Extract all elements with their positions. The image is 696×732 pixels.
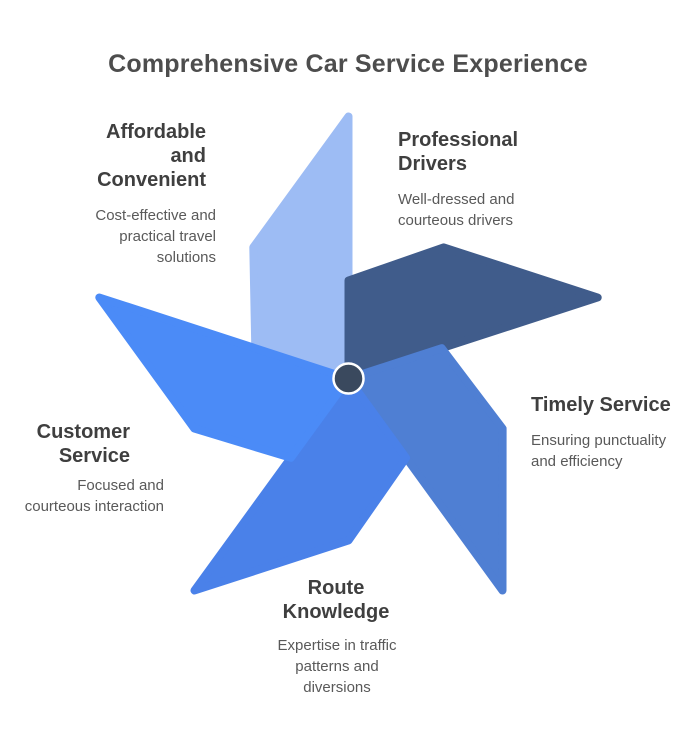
label-affordable-heading: Affordable and Convenient	[97, 121, 206, 191]
blade-professional-icon	[344, 243, 602, 383]
blade-timely-icon	[344, 344, 507, 595]
label-timely-description: Ensuring punctuality and efficiency	[531, 432, 667, 470]
pinwheel-hub-icon	[332, 362, 365, 395]
label-affordable-description: Cost-effective and practical travel solu…	[95, 207, 216, 266]
label-customer-description: Focused and courteous interaction	[24, 477, 164, 515]
label-route-description: Expertise in traffic patterns and divers…	[277, 637, 397, 696]
blade-affordable-icon	[249, 112, 353, 383]
label-customer-heading: Customer Service	[36, 421, 130, 467]
label-route-heading: Route Knowledge	[282, 577, 390, 623]
page-title: Comprehensive Car Service Experience	[108, 50, 588, 78]
label-professional-heading: Professional Drivers	[398, 129, 519, 175]
blade-customer-icon	[95, 293, 353, 462]
label-timely-heading: Timely Service	[531, 394, 671, 416]
blade-route-icon	[190, 374, 411, 595]
label-professional-description: Well-dressed and courteous drivers	[398, 191, 515, 229]
